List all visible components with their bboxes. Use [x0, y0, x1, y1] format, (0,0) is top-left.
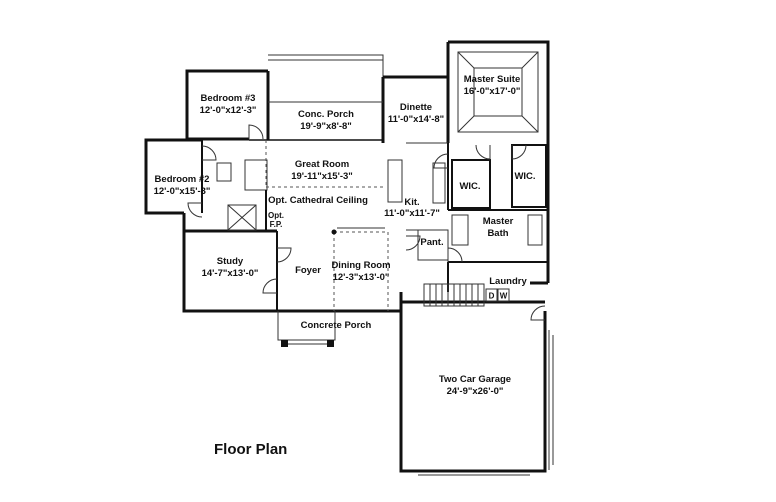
- study-dimensions: 14'-7"x13'-0": [202, 268, 259, 279]
- dinette-dimensions: 11'-0"x14'-8": [388, 114, 444, 125]
- exterior-walls: [144, 40, 550, 473]
- dryer-label: D: [489, 292, 495, 301]
- interior-walls: [201, 51, 548, 311]
- concrete-porch-outline: [277, 311, 336, 347]
- study-label: Study: [217, 256, 244, 267]
- bedroom3-label: Bedroom #3: [201, 93, 256, 104]
- washer-label: W: [500, 292, 508, 301]
- kitchen-label: Kit.: [404, 197, 419, 208]
- column-marker: [331, 229, 337, 235]
- concrete-porch-label: Concrete Porch: [301, 320, 372, 331]
- bedroom3-dimensions: 12'-0"x12'-3": [200, 105, 257, 116]
- master-bath-label: Master: [483, 216, 514, 227]
- opt-cathedral-ceiling-label: Opt. Cathedral Ceiling: [268, 195, 368, 206]
- great-room-label: Great Room: [295, 159, 349, 170]
- laundry-label: Laundry: [489, 276, 527, 287]
- garage-door-trim: [418, 330, 554, 476]
- wic-left-label: WIC.: [459, 181, 480, 192]
- master-suite-dimensions: 16'-0"x17'-0": [464, 86, 521, 97]
- bedroom2-label: Bedroom #2: [155, 174, 210, 185]
- door-swings: [187, 124, 546, 321]
- conc-porch-dimensions: 19'-9"x8'-8": [300, 121, 352, 132]
- garage-dimensions: 24'-9"x26'-0": [447, 386, 504, 397]
- dining-room-label: Dining Room: [331, 260, 390, 271]
- master-bath-label-2: Bath: [487, 228, 508, 239]
- floor-plan-title: Floor Plan: [214, 441, 287, 458]
- garage-label: Two Car Garage: [439, 374, 511, 385]
- wic-right-label: WIC.: [514, 171, 535, 182]
- opt-fp-label: Opt.: [268, 211, 284, 220]
- dinette-label: Dinette: [400, 102, 432, 113]
- pantry-label: Pant.: [420, 237, 443, 248]
- kitchen-dimensions: 11'-0"x11'-7": [384, 208, 440, 219]
- dining-room-dimensions: 12'-3"x13'-0": [333, 272, 390, 283]
- foyer-label: Foyer: [295, 265, 321, 276]
- bedroom2-dimensions: 12'-0"x15'-3": [154, 186, 211, 197]
- conc-porch-label: Conc. Porch: [298, 109, 354, 120]
- great-room-dimensions: 19'-11"x15'-3": [291, 171, 353, 182]
- opt-fp-label-2: F.P.: [270, 220, 283, 229]
- master-suite-label: Master Suite: [464, 74, 521, 85]
